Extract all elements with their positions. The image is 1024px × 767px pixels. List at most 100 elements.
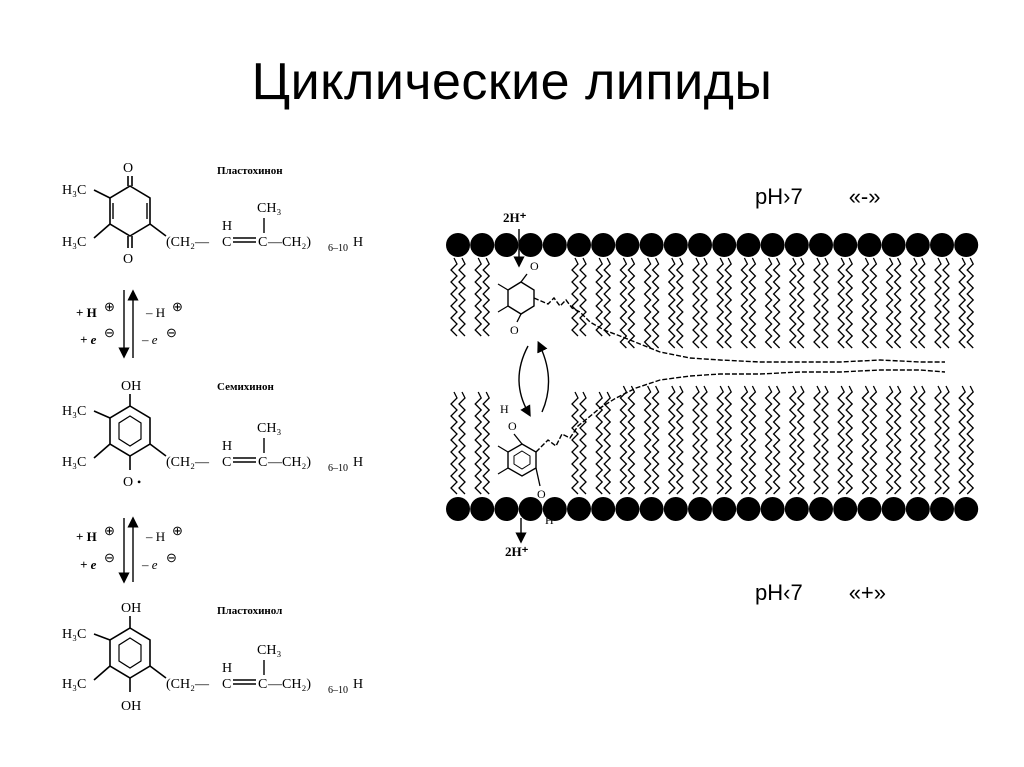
molecule-plastoquinol: Пластохинол OH OH H₃C H₃C (CH₂— H C C CH…	[62, 601, 363, 714]
quinone-o-top: O	[530, 259, 539, 273]
lipid-tail-outer	[772, 257, 781, 349]
lipid-tail-inner	[772, 385, 781, 495]
ring	[109, 405, 151, 457]
chain-c2: C	[258, 235, 267, 250]
radical-dot: •	[137, 475, 141, 489]
lipid-head-outer	[833, 233, 858, 257]
lipid-head-outer	[470, 233, 495, 257]
ph-inner-value: pH‹7	[755, 580, 803, 605]
minus-sign: ⊖	[166, 325, 177, 340]
lipid-head-outer	[760, 233, 785, 257]
lipid-tail-outer	[643, 257, 652, 349]
lipid-head-inner	[857, 497, 882, 521]
slide-title: Циклические липиды	[251, 53, 773, 111]
chain-left: (CH₂—	[166, 677, 210, 692]
minus-sign: ⊖	[104, 550, 115, 565]
lipid-head-outer	[809, 233, 833, 257]
minus-sign: ⊖	[166, 550, 177, 565]
lipid-tail-inner	[813, 385, 821, 495]
lipid-tail-inner	[571, 391, 579, 495]
molecule-name: Пластохинон	[217, 165, 283, 177]
lipid-head-outer	[591, 233, 616, 257]
lipid-head-outer	[905, 233, 930, 257]
lipid-head-outer	[446, 233, 470, 257]
lipid-tail-inner	[796, 385, 805, 495]
lipid-bilayer	[446, 233, 979, 521]
lipid-head-outer	[567, 233, 591, 257]
lipid-head-inner	[881, 497, 906, 521]
ph-inner-sign: «+»	[848, 580, 887, 605]
lipid-tail-outer	[692, 257, 700, 349]
lipid-tail-inner	[675, 385, 684, 495]
lipid-head-inner	[494, 497, 519, 521]
lipid-head-inner	[639, 497, 664, 521]
lipid-tail-inner	[651, 385, 660, 495]
plus-sign: ⊕	[172, 523, 183, 538]
lipid-tail-inner	[716, 385, 725, 495]
lipid-tail-outer	[571, 257, 579, 337]
methyl-1: H₃C	[62, 404, 86, 419]
molecule-plastoquinone: Пластохинон O O H₃C H₃C (CH₂— H C C CH₃ …	[62, 161, 363, 267]
lipid-head-inner	[784, 497, 809, 521]
lipid-head-outer	[954, 233, 979, 257]
lipid-tail-outer	[917, 257, 926, 349]
oxidation-arrow	[537, 340, 550, 413]
ch3-group: CH₃	[257, 421, 281, 436]
chain-c2: C	[258, 455, 267, 470]
chain-right: —CH₂)	[267, 235, 311, 250]
chain-left: (CH₂—	[166, 455, 210, 470]
membrane-quinol: H O O H	[497, 369, 946, 527]
lipid-tail-inner	[700, 385, 708, 495]
lipid-tail-inner	[595, 391, 604, 495]
top-atom: OH	[121, 601, 141, 616]
lipid-tail-outer	[764, 257, 773, 349]
lipid-tail-outer	[861, 257, 870, 349]
lipid-tail-outer	[909, 257, 918, 349]
methyl-1: H₃C	[62, 627, 86, 642]
lipid-tail-outer	[813, 257, 821, 349]
lipid-head-outer	[712, 233, 737, 257]
lipid-head-inner	[446, 497, 470, 521]
chain-right: —CH₂)	[267, 455, 311, 470]
lipid-tail-inner	[934, 385, 942, 495]
lipid-tail-inner	[869, 385, 878, 495]
lipid-tail-inner	[482, 391, 491, 495]
quinol-o-bottom: O	[537, 487, 546, 501]
lipid-tail-inner	[764, 385, 773, 495]
lipid-tail-inner	[788, 385, 797, 495]
lipid-head-inner	[954, 497, 979, 521]
lipid-tail-outer	[700, 257, 708, 349]
lipid-head-outer	[688, 233, 712, 257]
reaction-left-2: + e	[80, 557, 97, 572]
reaction-right-1: – H	[145, 305, 165, 320]
reaction-2: + H ⊕ + e ⊖ – H ⊕ – e ⊖	[76, 516, 183, 584]
lipid-tail-outer	[966, 257, 975, 349]
lipid-head-outer	[784, 233, 809, 257]
lipid-head-inner	[930, 497, 954, 521]
lipid-tail-inner	[861, 385, 870, 495]
chain-left: (CH₂—	[166, 235, 210, 250]
lipid-tail-outer	[788, 257, 797, 349]
chain-sub: 6–10	[328, 463, 348, 474]
lipid-tail-inner	[821, 385, 829, 495]
reaction-1: + H ⊕ + e ⊖ – H ⊕ – e ⊖	[76, 289, 183, 359]
lipid-tail-outer	[958, 257, 967, 349]
top-atom: OH	[121, 379, 141, 394]
lipid-tail-outer	[748, 257, 757, 349]
lipid-tail-inner	[845, 385, 854, 495]
lipid-head-inner	[470, 497, 495, 521]
lipid-tail-outer	[579, 257, 587, 337]
lipid-tail-inner	[458, 391, 466, 495]
ph-outer-sign: «-»	[848, 184, 881, 209]
molecule-semiquinone: Семихинон OH O • H₃C H₃C (CH₂— H C C CH₃…	[62, 379, 363, 490]
lipid-tail-outer	[885, 257, 894, 349]
proton-label-bottom: 2H⁺	[505, 544, 529, 559]
lipid-head-inner	[736, 497, 761, 521]
lipid-head-outer	[494, 233, 519, 257]
lipid-head-outer	[881, 233, 906, 257]
lipid-tail-outer	[603, 257, 612, 337]
lipid-head-inner	[833, 497, 858, 521]
plus-sign: ⊕	[104, 523, 115, 538]
lipid-head-outer	[639, 233, 664, 257]
